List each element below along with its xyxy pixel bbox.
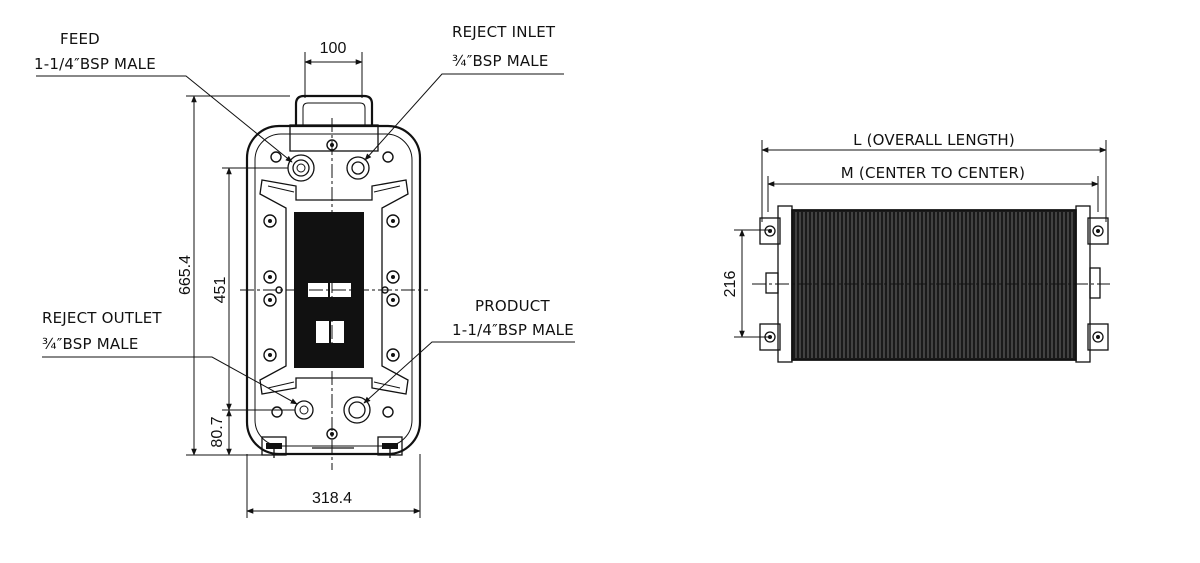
svg-text:1-1/4″BSP MALE: 1-1/4″BSP MALE <box>34 55 156 73</box>
port-reject-outlet <box>294 400 314 420</box>
inner-plate <box>259 179 409 395</box>
svg-text:REJECT OUTLET: REJECT OUTLET <box>42 309 162 327</box>
callout-product: PRODUCT 1-1/4″BSP MALE <box>363 297 575 404</box>
svg-text:REJECT INLET: REJECT INLET <box>452 23 556 41</box>
membrane-stack <box>791 209 1077 361</box>
dim-width: 318.4 <box>312 490 352 507</box>
bolts <box>263 139 400 440</box>
svg-text:1-1/4″BSP MALE: 1-1/4″BSP MALE <box>452 321 574 339</box>
callout-reject-inlet: REJECT INLET ¾″BSP MALE <box>364 23 564 161</box>
dim-overall-length: L (OVERALL LENGTH) <box>853 131 1015 149</box>
port-reject-inlet <box>346 156 370 180</box>
svg-text:¾″BSP MALE: ¾″BSP MALE <box>42 335 139 353</box>
callout-reject-outlet: REJECT OUTLET ¾″BSP MALE <box>42 309 298 405</box>
front-view: 100 665.4 451 80.7 318.4 FEED 1-1/4″BSP … <box>34 23 575 518</box>
svg-text:FEED: FEED <box>60 30 100 48</box>
svg-text:PRODUCT: PRODUCT <box>475 297 550 315</box>
callout-feed: FEED 1-1/4″BSP MALE <box>34 30 293 163</box>
svg-text:¾″BSP MALE: ¾″BSP MALE <box>452 52 549 70</box>
side-view: L (OVERALL LENGTH) M (CENTER TO CENTER) … <box>722 131 1110 363</box>
dim-bottom-offset: 80.7 <box>209 416 226 447</box>
port-feed <box>287 154 315 182</box>
handle <box>294 94 374 127</box>
foot-left <box>261 436 287 458</box>
dim-port-spacing: 451 <box>212 277 229 304</box>
dim-height: 216 <box>722 271 739 298</box>
dim-top-width: 100 <box>320 40 347 57</box>
port-product <box>343 396 371 424</box>
top-cap <box>289 124 379 152</box>
dim-center-to-center: M (CENTER TO CENTER) <box>841 164 1025 182</box>
dim-overall-height: 665.4 <box>177 255 194 295</box>
foot-right <box>377 436 403 458</box>
